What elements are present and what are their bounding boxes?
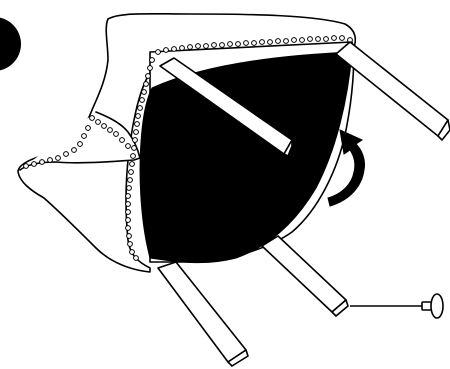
nailhead-trim — [23, 35, 353, 261]
chair-legs — [157, 41, 450, 367]
lower-left-leg — [157, 261, 247, 363]
nailhead-row-left — [125, 57, 155, 261]
step-badge-circle-icon — [0, 17, 21, 71]
curved-rotate-arrow-icon — [327, 129, 365, 207]
lower-right-leg — [261, 235, 347, 313]
nailhead-row-arm — [23, 115, 131, 169]
dust-cover-panel — [139, 51, 353, 264]
nailhead-row-top — [155, 35, 353, 55]
furniture-glide-icon — [421, 293, 444, 319]
